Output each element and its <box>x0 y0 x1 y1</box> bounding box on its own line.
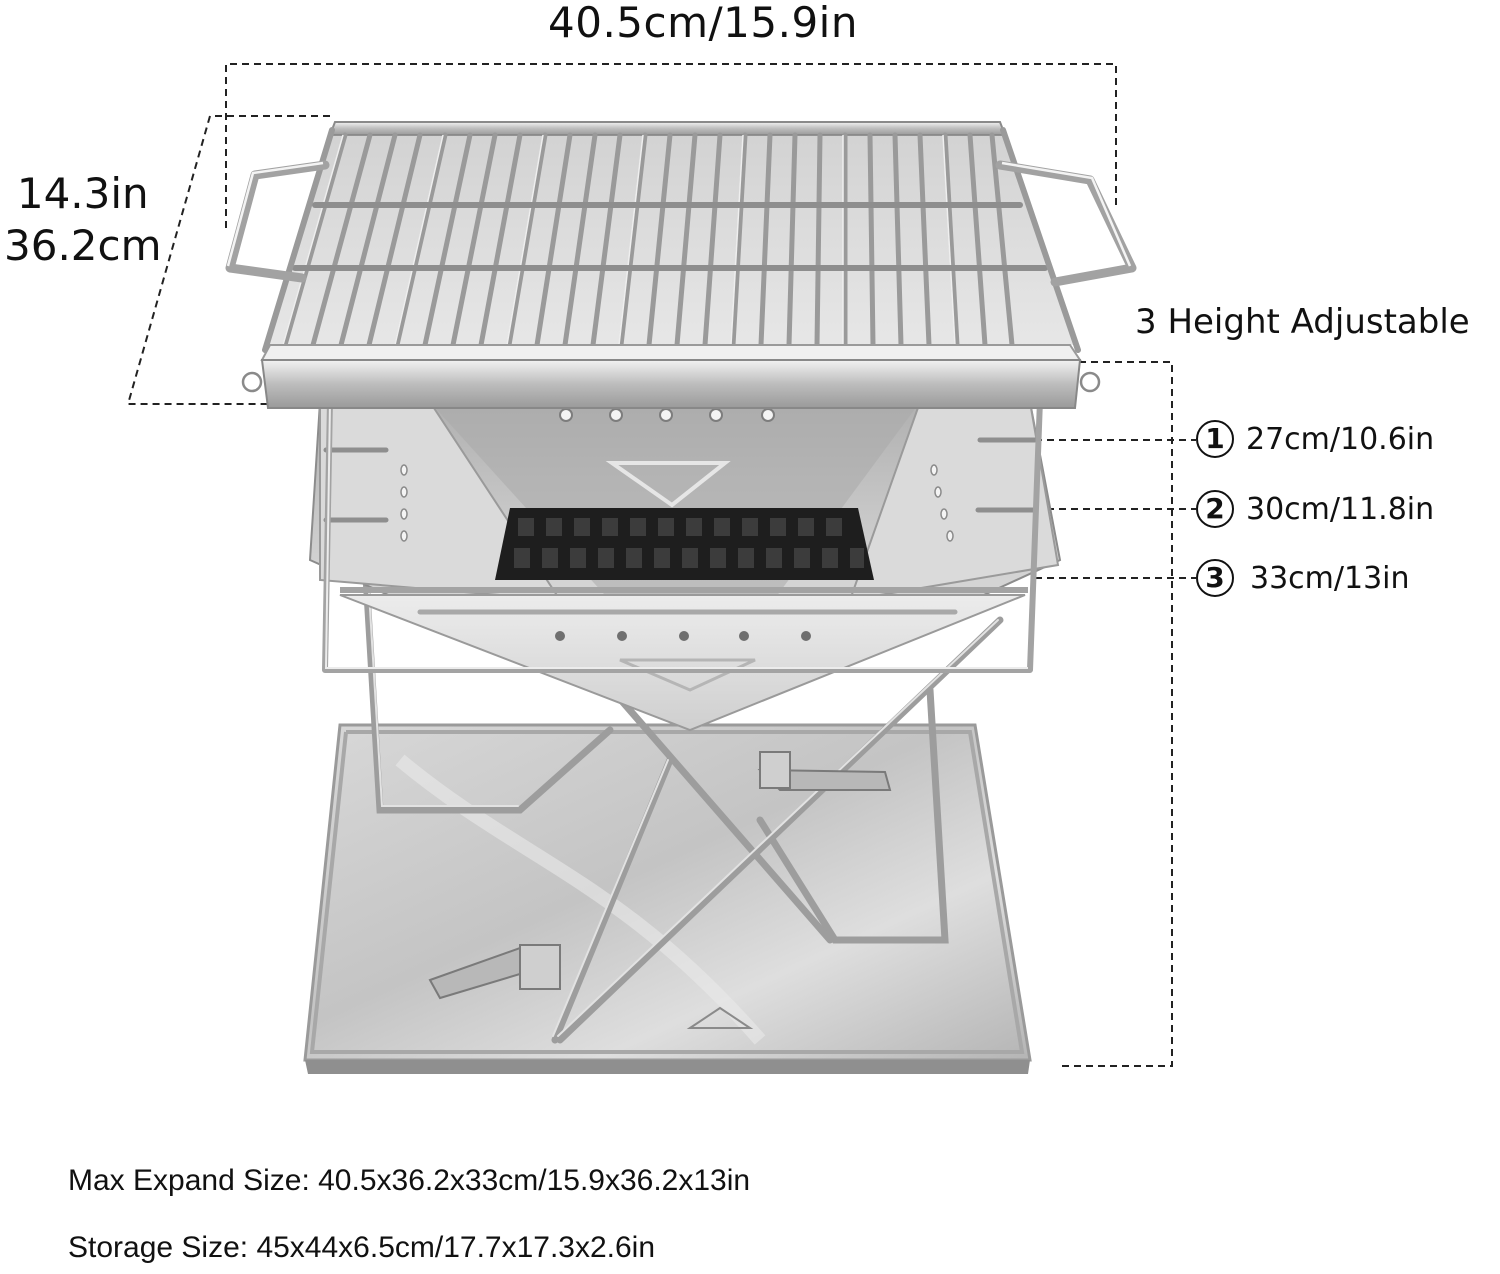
charcoal-grate <box>495 508 874 580</box>
depth-dimension-label: 14.3in 36.2cm <box>4 168 162 272</box>
width-dimension-label: 40.5cm/15.9in <box>548 0 858 47</box>
circled-number-1-icon: 1 <box>1196 420 1234 458</box>
height-level-label: 33cm/13in <box>1250 560 1410 596</box>
depth-centimeters: 36.2cm <box>4 221 162 270</box>
depth-guide <box>126 115 330 405</box>
height-guide <box>1055 361 1173 1067</box>
fire-bowl <box>308 399 1062 732</box>
dimension-guides <box>126 63 1196 1067</box>
height-adjust-title: 3 Height Adjustable <box>1135 302 1470 342</box>
circled-number-2-icon: 2 <box>1196 490 1234 528</box>
height-level-1: 1 27cm/10.6in <box>1196 420 1434 458</box>
height-level-label: 30cm/11.8in <box>1246 491 1435 527</box>
height-level-2: 2 30cm/11.8in <box>1196 490 1434 528</box>
circled-number-3-icon: 3 <box>1196 559 1234 597</box>
storage-size-spec: Storage Size: 45x44x6.5cm/17.7x17.3x2.6i… <box>68 1231 656 1264</box>
latches <box>428 751 892 1000</box>
depth-inches: 14.3in <box>16 169 149 218</box>
cooking-grate <box>225 121 1137 409</box>
max-expand-size-spec: Max Expand Size: 40.5x36.2x33cm/15.9x36.… <box>68 1164 751 1197</box>
height-level-label: 27cm/10.6in <box>1246 421 1435 457</box>
height-level-3: 3 33cm/13in <box>1196 559 1410 597</box>
base-plate <box>303 723 1032 1074</box>
